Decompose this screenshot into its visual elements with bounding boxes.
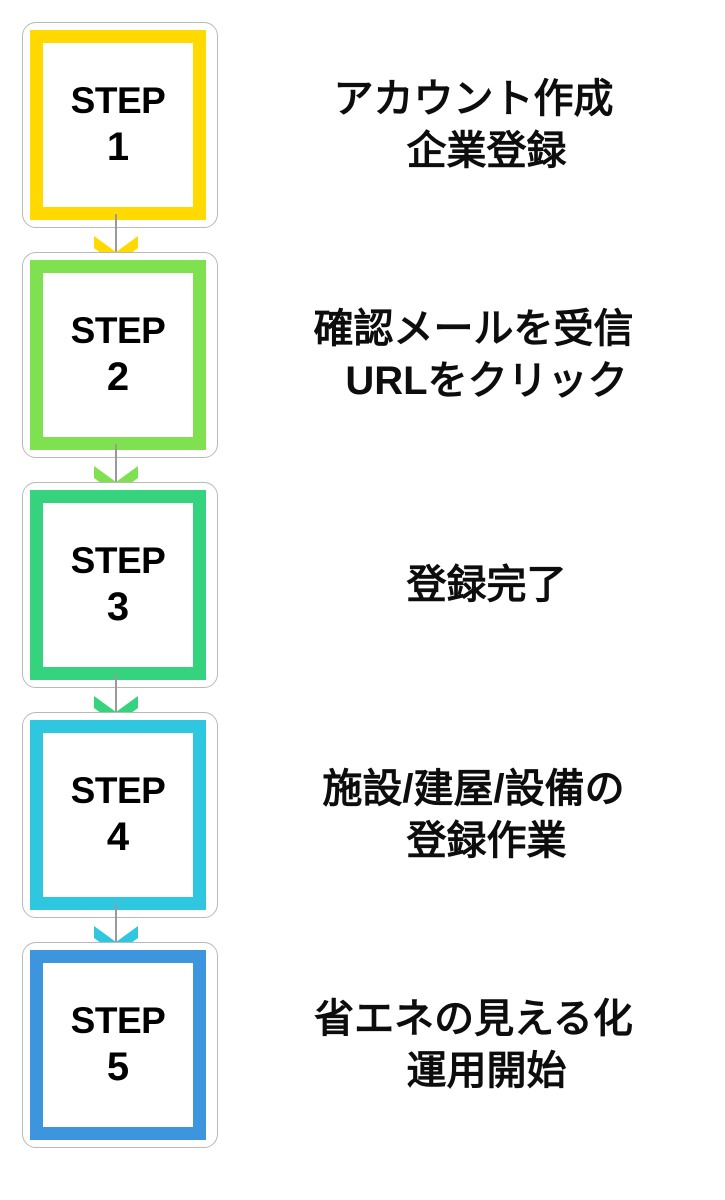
step-label-1: アカウント作成企業登録: [226, 22, 721, 228]
connector-2-to-3: [0, 444, 725, 494]
step-badge-word-5: STEP: [70, 1000, 166, 1042]
step-badge-number-3: 3: [106, 584, 130, 629]
step-badge-number-2: 2: [106, 354, 130, 399]
step-badge-number-1: 1: [106, 124, 130, 169]
step-label-line-4-2: 登録作業: [406, 819, 567, 863]
step-label-line-3-1: 登録完了: [406, 563, 567, 607]
step-label-2: 確認メールを受信 URLをクリック: [226, 252, 721, 458]
step-badge-word-1: STEP: [70, 80, 166, 122]
step-label-line-1-1: アカウント作成: [333, 77, 614, 121]
step-label-line-2-1: 確認メールを受信: [313, 307, 634, 351]
step-badge-word-3: STEP: [70, 540, 166, 582]
step-label-5: 省エネの見える化運用開始: [226, 942, 721, 1148]
connector-4-to-5: [0, 904, 725, 954]
connector-3-to-4: [0, 674, 725, 724]
step-label-line-5-2: 運用開始: [406, 1049, 567, 1093]
step-badge-word-4: STEP: [70, 770, 166, 812]
step-badge-word-2: STEP: [70, 310, 166, 352]
step-label-line-4-1: 施設/建屋/設備の: [322, 767, 625, 811]
connector-1-to-2: [0, 214, 725, 264]
step-label-line-2-2: URLをクリック: [345, 359, 628, 403]
step-label-4: 施設/建屋/設備の登録作業: [226, 712, 721, 918]
step-label-line-5-1: 省エネの見える化: [314, 997, 633, 1041]
step-badge-number-4: 4: [106, 814, 130, 859]
step-badge-number-5: 5: [106, 1044, 130, 1089]
step-label-3: 登録完了: [226, 482, 721, 688]
step-label-line-1-2: 企業登録: [406, 129, 567, 173]
